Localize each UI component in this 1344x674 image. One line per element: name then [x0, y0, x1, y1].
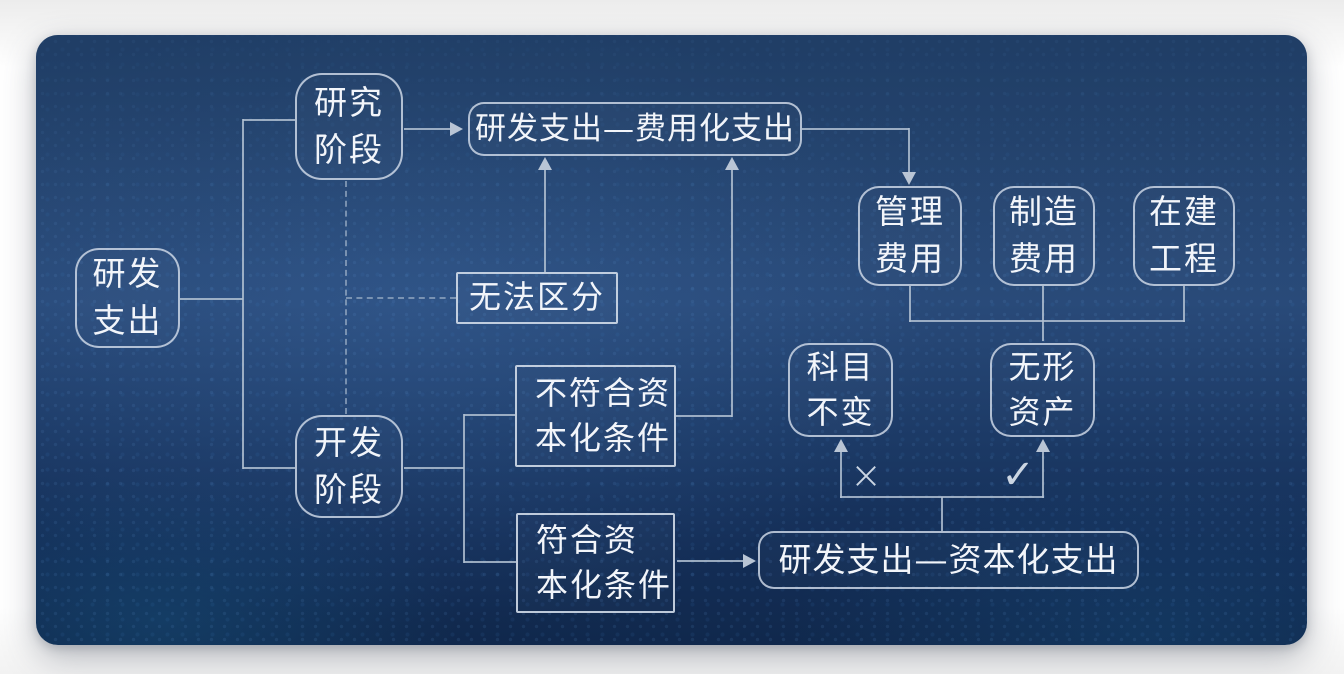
node-expensed-expenditure: 研发支出—费用化支出	[468, 102, 802, 156]
connector-trunk-vertical	[242, 119, 244, 469]
connector-rnd-to-trunk	[180, 298, 243, 300]
connector-capitalized-up	[941, 497, 943, 531]
connector-expensed-elbow-horizontal	[802, 128, 909, 130]
connector-bracket-to-notcap	[464, 414, 515, 416]
node-account-unchanged: 科目 不变	[788, 343, 893, 437]
connector-cip-down	[1183, 286, 1185, 322]
node-indistinguishable: 无法区分	[456, 272, 618, 324]
connector-bracket2-right-vertical	[1042, 451, 1044, 498]
node-manufacturing-expense: 制造 费用	[993, 186, 1095, 286]
connector-research-to-expensed	[404, 128, 451, 130]
check-mark: ✓	[1001, 452, 1035, 498]
connector-trunk-to-research	[243, 119, 295, 121]
arrowhead-cap-to-capitalized	[743, 554, 756, 568]
node-intangible-assets: 无形 资产	[990, 343, 1095, 437]
connector-cap-to-capitalized	[677, 560, 744, 562]
arrowhead-indistinguishable-to-expensed	[538, 157, 552, 170]
node-rnd-expenditure: 研发 支出	[75, 248, 180, 348]
arrowhead-expensed-to-admin	[902, 172, 916, 185]
arrowhead-to-account-unchanged	[834, 439, 848, 452]
connector-admin-down	[909, 286, 911, 322]
connector-bracket2-left-vertical	[840, 451, 842, 498]
diagram-card	[36, 35, 1307, 645]
arrowhead-research-to-expensed	[450, 122, 463, 136]
arrowhead-to-intangible	[1036, 439, 1050, 452]
connector-notcap-elbow-vertical	[731, 169, 733, 417]
arrowhead-notcap-to-expensed	[725, 157, 739, 170]
connector-bracket-vertical	[463, 414, 465, 563]
node-research-stage: 研究 阶段	[295, 73, 403, 180]
connector-trunk-to-develop	[243, 467, 295, 469]
connector-bracket-to-cap	[464, 561, 516, 563]
node-construction-in-progress: 在建 工程	[1133, 186, 1235, 286]
node-admin-expense: 管理 费用	[858, 186, 962, 286]
connector-notcap-elbow-horizontal	[676, 415, 732, 417]
connector-expenses-join	[909, 320, 1185, 322]
connector-expensed-elbow-vertical	[908, 128, 910, 174]
node-capitalized-expenditure: 研发支出—资本化支出	[758, 531, 1139, 589]
connector-develop-to-bracket	[404, 467, 464, 469]
node-development-stage: 开发 阶段	[295, 415, 403, 518]
node-capitalizable: 符合资 本化条件	[516, 513, 675, 613]
node-not-capitalizable: 不符合资 本化条件	[515, 365, 676, 467]
connector-dashed-to-indistinguishable	[346, 297, 456, 299]
connector-indistinguishable-to-expensed	[544, 169, 546, 272]
cross-mark: ×	[850, 453, 882, 497]
connector-mfg-to-intangible	[1042, 286, 1044, 341]
